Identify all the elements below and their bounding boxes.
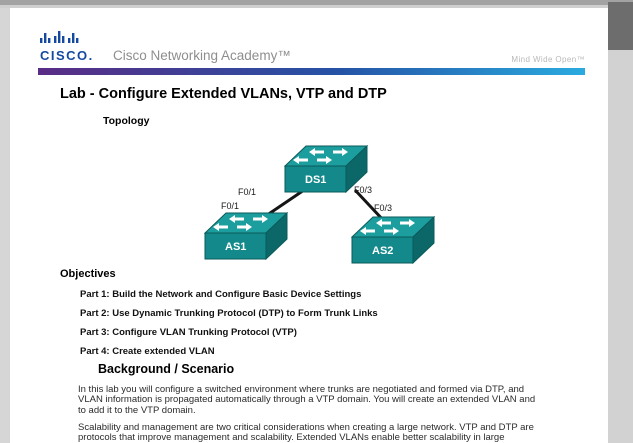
switch-side-face (412, 215, 435, 265)
paragraph-line: VLAN information is propagated automatic… (78, 394, 536, 406)
scrollbar-thumb[interactable] (608, 2, 633, 50)
scrollbar-track[interactable] (608, 8, 633, 443)
objectives-heading: Objectives (60, 268, 116, 280)
port-label-as1: F0/1 (221, 201, 239, 211)
objective-item: Part 3: Configure VLAN Trunking Protocol… (80, 327, 297, 338)
port-label-ds1-right: F0/3 (354, 185, 372, 195)
objective-item: Part 4: Create extended VLAN (80, 346, 215, 357)
paragraph-line: In this lab you will configure a switche… (78, 384, 525, 395)
page-title: Lab - Configure Extended VLANs, VTP and … (60, 86, 387, 102)
objectives-list: Part 1: Build the Network and Configure … (80, 289, 378, 365)
switch-ds1: DS1 (283, 144, 369, 194)
switch-side-face (265, 211, 288, 261)
switch-arrows-icon (213, 215, 268, 231)
switch-as1: AS1 (203, 211, 289, 261)
paragraph-line: protocols that improve management and sc… (78, 432, 505, 443)
brand-text: Cisco Networking Academy™ (113, 48, 291, 63)
switch-as2: AS2 (350, 215, 436, 265)
objective-item: Part 1: Build the Network and Configure … (80, 289, 362, 300)
tagline-text: Mind Wide Open™ (511, 55, 585, 64)
paragraph-line: to add it to the VTP domain. (78, 404, 196, 416)
port-label-as2: F0/3 (374, 203, 392, 213)
switch-arrows-icon (293, 148, 348, 164)
background-paragraph-1: In this lab you will configure a switche… (78, 384, 536, 416)
topology-diagram: DS1 AS1 (203, 144, 436, 265)
device-label: AS2 (372, 245, 393, 257)
document-page: CISCO. Cisco Networking Academy™ Mind Wi… (10, 8, 608, 443)
device-label: DS1 (305, 174, 326, 186)
switch-arrows-icon (360, 219, 415, 235)
device-label: AS1 (225, 241, 246, 253)
header-gradient-bar (38, 68, 585, 75)
cisco-logo-word: CISCO. (40, 48, 94, 63)
background-paragraph-2: Scalability and management are two criti… (78, 422, 534, 443)
background-heading: Background / Scenario (98, 362, 235, 376)
topology-heading: Topology (103, 115, 150, 127)
switch-side-face (345, 144, 368, 194)
cisco-logo: CISCO. (40, 30, 110, 62)
paragraph-line: Scalability and management are two criti… (78, 422, 534, 433)
viewer-top-border (0, 0, 633, 5)
cisco-logo-bars-icon (40, 31, 79, 43)
objective-item: Part 2: Use Dynamic Trunking Protocol (D… (80, 308, 378, 319)
viewer-top-border-inner (0, 5, 633, 8)
port-label-ds1-left: F0/1 (238, 187, 256, 197)
